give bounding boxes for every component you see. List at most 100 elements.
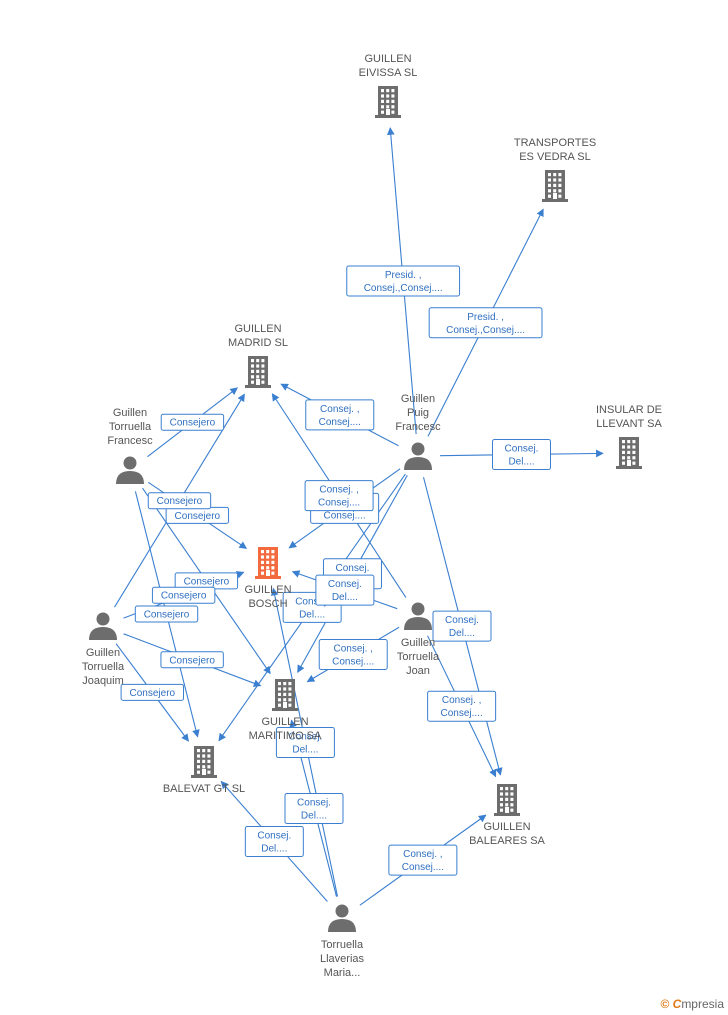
edge-label-puig-insular[interactable]: Consej.Del.... bbox=[492, 439, 552, 471]
edge-label-maria-balevat[interactable]: Consej.Del.... bbox=[244, 825, 304, 857]
building-window bbox=[548, 178, 551, 182]
node-label: Francesc bbox=[395, 421, 441, 433]
building-window bbox=[261, 375, 265, 379]
building-window bbox=[391, 105, 395, 109]
edge-label-puig-baleares[interactable]: Consej.Del.... bbox=[432, 610, 492, 642]
edge-label-text: Consejero bbox=[184, 576, 230, 587]
edge-label-joaquim-balevat[interactable]: Consejero bbox=[120, 683, 185, 701]
building-window bbox=[261, 571, 264, 575]
edge-label-francesc_torruella-madrid[interactable]: Consejero bbox=[160, 413, 225, 431]
building-window bbox=[632, 461, 636, 465]
brand-footer[interactable]: © Cmpresia bbox=[660, 997, 724, 1011]
edge-label-francesc_torruella-balevat[interactable]: Consejero bbox=[134, 605, 199, 623]
node-label: Torruella bbox=[109, 421, 152, 433]
node-label: Torruella bbox=[82, 661, 125, 673]
building-window bbox=[558, 178, 562, 182]
building-base bbox=[542, 199, 568, 202]
edge-label-puig-eivissa[interactable]: Presid. ,Consej.,Consej.... bbox=[346, 265, 461, 297]
edge-label-text: Consej.,Consej.... bbox=[446, 325, 525, 336]
edge-label-box bbox=[305, 399, 375, 431]
building-window bbox=[500, 792, 503, 796]
edge-label-joan-bosch[interactable]: Consej.Del.... bbox=[315, 574, 375, 606]
building-base bbox=[272, 708, 298, 711]
building-window bbox=[202, 765, 206, 769]
edge-label-joaquim-madrid[interactable]: Consejero bbox=[147, 492, 212, 510]
building-window bbox=[288, 682, 292, 686]
building-window bbox=[261, 359, 265, 363]
building-base bbox=[375, 115, 401, 118]
node-label: Guillen bbox=[401, 393, 435, 405]
edge-label-joan-madrid[interactable]: Consej. ,Consej.... bbox=[304, 480, 374, 512]
edge-label-text: Consej. , bbox=[333, 643, 372, 654]
node-label: GUILLEN bbox=[483, 821, 530, 833]
node-label: GUILLEN bbox=[244, 584, 291, 596]
edge-label-box bbox=[284, 792, 344, 824]
node-balevat[interactable]: BALEVAT GT SL bbox=[163, 746, 245, 795]
edge-label-maria-baleares[interactable]: Consej. ,Consej.... bbox=[388, 844, 458, 876]
building-window bbox=[278, 682, 281, 686]
edge-label-text: Consejero bbox=[130, 688, 176, 699]
edge-label-box bbox=[318, 638, 388, 670]
edge-label-joan-maritimo[interactable]: Consej. ,Consej.... bbox=[318, 638, 388, 670]
edge-label-francesc_torruella-maritimo[interactable]: Consejero bbox=[174, 572, 239, 590]
edge-label-joaquim-bosch[interactable]: Consejero bbox=[151, 586, 216, 604]
edge-label-text: Consejero bbox=[157, 496, 203, 507]
edge-label-box bbox=[160, 651, 224, 669]
building-window bbox=[278, 692, 281, 696]
edge-label-joan-baleares[interactable]: Consej. ,Consej.... bbox=[427, 690, 497, 722]
edge-label-box bbox=[275, 726, 335, 758]
node-label: LLEVANT SA bbox=[596, 418, 662, 430]
edge-label-text: Consej. , bbox=[442, 695, 481, 706]
building-window bbox=[381, 99, 384, 103]
edge-label-maria-bosch[interactable]: Consej.Del.... bbox=[275, 726, 335, 758]
building-window bbox=[288, 698, 292, 702]
building-window bbox=[207, 754, 211, 758]
building-window bbox=[622, 456, 625, 460]
node-maria[interactable]: TorruellaLlaveriasMaria... bbox=[320, 904, 365, 980]
building-window bbox=[256, 369, 260, 373]
building-window bbox=[548, 194, 551, 198]
building-window bbox=[256, 364, 260, 368]
edge-label-francesc_torruella-bosch[interactable]: Consejero bbox=[165, 506, 230, 524]
building-door bbox=[202, 769, 206, 775]
edge-label-joaquim-maritimo[interactable]: Consejero bbox=[160, 651, 224, 669]
building-icon bbox=[191, 746, 217, 778]
edge-label-box bbox=[147, 492, 212, 510]
building-window bbox=[202, 759, 206, 763]
building-window bbox=[288, 687, 292, 691]
building-window bbox=[202, 754, 206, 758]
building-icon bbox=[616, 437, 642, 469]
edge-label-box bbox=[388, 844, 458, 876]
edge-label-text: Del.... bbox=[332, 592, 358, 603]
person-head bbox=[123, 456, 137, 470]
building-window bbox=[558, 183, 562, 187]
node-label: GUILLEN bbox=[261, 716, 308, 728]
building-window bbox=[283, 698, 287, 702]
edge-label-text: Consejero bbox=[144, 610, 190, 621]
building-window bbox=[505, 787, 509, 791]
edge-label-puig-madrid[interactable]: Consej. ,Consej.... bbox=[305, 399, 375, 431]
edge-label-puig-transportes[interactable]: Presid. ,Consej.,Consej.... bbox=[428, 307, 543, 339]
building-window bbox=[278, 703, 281, 707]
building-window bbox=[632, 450, 636, 454]
building-window bbox=[386, 99, 390, 103]
edge-label-text: Del.... bbox=[508, 457, 534, 468]
building-window bbox=[256, 375, 260, 379]
building-window bbox=[548, 173, 551, 177]
edge-label-maria-maritimo[interactable]: Consej.Del.... bbox=[284, 792, 344, 824]
building-window bbox=[632, 440, 636, 444]
building-door bbox=[386, 109, 390, 115]
person-icon bbox=[116, 456, 144, 484]
building-window bbox=[266, 550, 270, 554]
